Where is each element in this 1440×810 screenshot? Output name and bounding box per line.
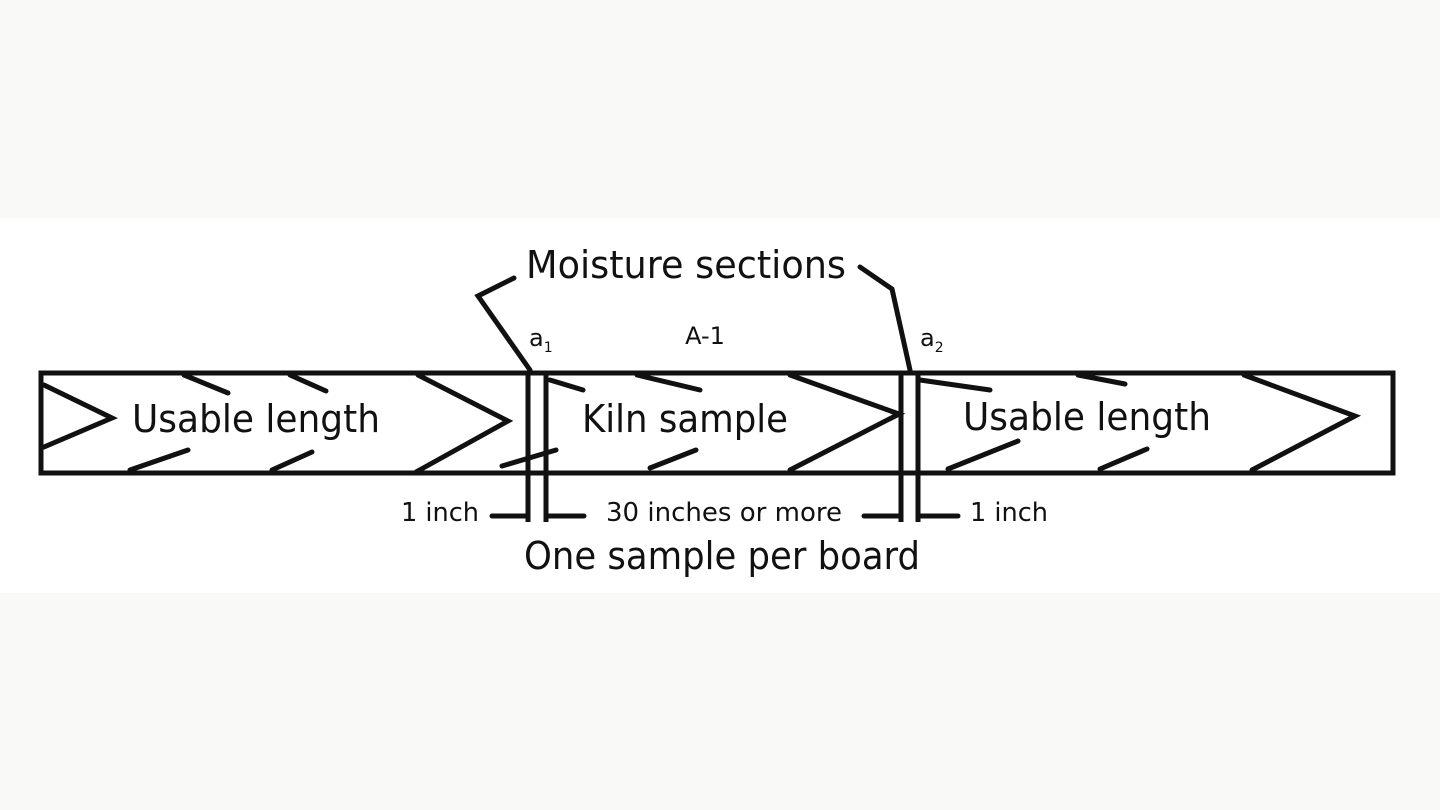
leader-line-a2: [857, 264, 913, 373]
section-a1-letter: a: [529, 324, 544, 352]
diagram-title: Moisture sections: [526, 243, 846, 287]
section-a2-letter: a: [920, 324, 935, 352]
segment-right-label: Usable length: [963, 395, 1211, 439]
section-center-label: A-1: [685, 322, 725, 350]
diagram-caption: One sample per board: [524, 534, 920, 578]
board-outline: [38, 370, 1396, 476]
dimension-middle-label: 30 inches or more: [606, 498, 842, 528]
leader-line-a1: [474, 275, 533, 373]
grain-lines: [41, 372, 1362, 475]
cut-lines: [525, 373, 921, 522]
segment-left-label: Usable length: [132, 397, 380, 441]
section-a2-label: a2: [920, 324, 944, 356]
section-a2-subscript: 2: [935, 340, 944, 356]
dimension-left-label: 1 inch: [401, 498, 479, 528]
segment-middle-label: Kiln sample: [582, 397, 788, 441]
dimension-right-label: 1 inch: [970, 498, 1048, 528]
section-a1-subscript: 1: [544, 340, 553, 356]
section-a1-label: a1: [529, 324, 553, 356]
